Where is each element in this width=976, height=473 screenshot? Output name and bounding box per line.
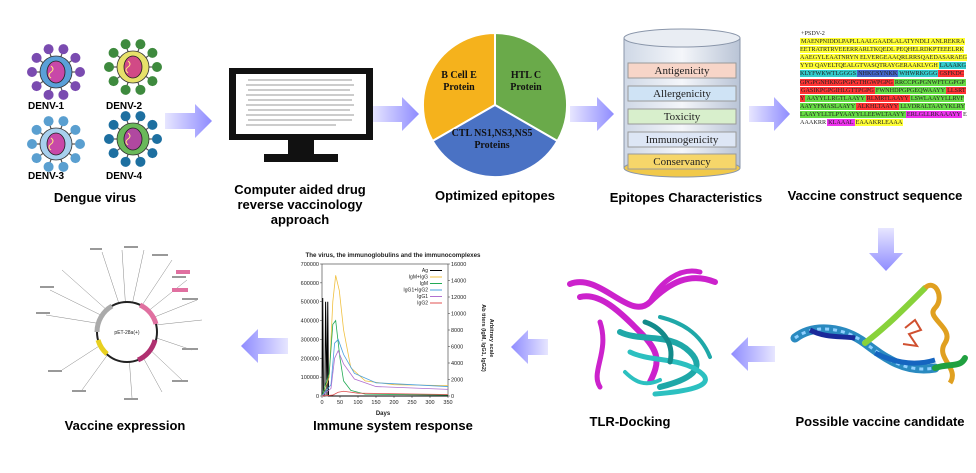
- y-right-tick-label: 2000: [451, 378, 463, 384]
- arrow-6: [731, 337, 775, 371]
- arrow-5: [869, 228, 903, 271]
- y-right-tick-label: 0: [451, 394, 454, 400]
- y-right-tick-label: 16000: [451, 262, 466, 268]
- arrow-8: [241, 329, 288, 363]
- immune-chart-xlabel: Days: [376, 411, 391, 417]
- arrow-1: [165, 104, 212, 138]
- denv-3-label: DENV-3: [28, 171, 65, 182]
- arrow-4: [749, 97, 790, 131]
- x-tick-label: 300: [425, 400, 434, 406]
- pie-slice-ctl: [431, 103, 559, 179]
- immune-response-chart: The virus, the immunoglobulins and the i…: [301, 252, 494, 417]
- y-right-tick-label: 4000: [451, 361, 463, 367]
- y-right-tick-label: 10000: [451, 312, 466, 318]
- virus-particle-4: [104, 111, 162, 167]
- pie-slice-b-cell: [422, 31, 496, 143]
- y-tick-label: 300000: [301, 337, 319, 343]
- x-tick-label: 200: [389, 400, 398, 406]
- char-item-allergenicity: Allergenicity: [653, 88, 711, 100]
- x-tick-label: 100: [353, 400, 362, 406]
- denv-1-label: DENV-1: [28, 101, 65, 112]
- y-tick-label: 700000: [301, 262, 319, 268]
- pie-label-ctl: CTL NS1,NS3,NS5 Proteins: [451, 128, 533, 151]
- tlr-docking-structure: [567, 268, 718, 397]
- denv-2-label: DENV-2: [106, 101, 143, 112]
- expression-caption: Vaccine expression: [64, 418, 186, 433]
- epitope-pie-chart: [422, 31, 568, 179]
- denv-4-label: DENV-4: [106, 171, 143, 182]
- plasmid-name: pET-28a(+): [114, 330, 139, 336]
- char-item-antigenicity: Antigenicity: [654, 65, 710, 77]
- immune-chart-ylabel-right: Ab titers (IgM, IgG1, IgG2): [480, 304, 486, 372]
- epitope-characteristics-stack: [623, 28, 741, 178]
- x-tick-label: 50: [337, 400, 343, 406]
- candidate-caption: Possible vaccine candidate: [795, 414, 965, 429]
- docking-caption: TLR-Docking: [589, 414, 671, 429]
- legend-entry: IgG1+IgG2: [403, 288, 428, 294]
- virus-particle-1: [27, 44, 85, 100]
- legend-entry: IgM: [420, 281, 428, 287]
- arrow-2: [372, 97, 419, 131]
- y-tick-label: 200000: [301, 356, 319, 362]
- char-item-immunogenicity: Immunogenicity: [645, 134, 719, 146]
- series-line-igg2: [321, 390, 449, 397]
- immune-chart-title: The virus, the immunoglobulins and the i…: [306, 252, 482, 259]
- immune-caption: Immune system response: [313, 418, 473, 433]
- pie-label-b-cell: B Cell E Protein: [441, 70, 477, 93]
- char-item-conservancy: Conservancy: [653, 156, 711, 168]
- legend-entry: IgM+IgG: [409, 275, 428, 281]
- y-right-tick-label: 6000: [451, 345, 463, 351]
- y-tick-label: 0: [316, 394, 319, 400]
- y-right-tick-label: 12000: [451, 295, 466, 301]
- pie-slice-htl: [494, 31, 568, 143]
- series-line-igg1: [321, 349, 449, 397]
- y-tick-label: 500000: [301, 300, 319, 306]
- vaccine-candidate-structure: [790, 283, 968, 385]
- immune-chart-ylabel-right2: Arbitrary scale: [488, 319, 494, 358]
- legend-entry: IgG1: [417, 294, 428, 300]
- plasmid-map: pET-28a(+): [36, 246, 203, 400]
- computer-monitor-icon: [229, 68, 373, 162]
- series-line-igg1-igg2: [321, 338, 449, 397]
- legend-entry: IgG2: [417, 301, 428, 307]
- y-tick-label: 100000: [301, 375, 319, 381]
- x-tick-label: 0: [320, 400, 323, 406]
- characteristics-caption: Epitopes Characteristics: [609, 190, 763, 205]
- y-right-tick-label: 8000: [451, 328, 463, 334]
- char-item-toxicity: Toxicity: [663, 111, 701, 123]
- arrow-7: [511, 330, 548, 364]
- sequence-header: +PSDV-2: [800, 30, 826, 37]
- x-tick-label: 350: [443, 400, 452, 406]
- legend-entry: Ag: [422, 268, 428, 274]
- arrow-3: [570, 97, 614, 131]
- x-tick-label: 250: [407, 400, 416, 406]
- sequence-caption: Vaccine construct sequence: [787, 188, 963, 203]
- pie-label-htl: HTL C Protein: [510, 70, 542, 93]
- computer-caption: Computer aided drug reverse vaccinology …: [234, 182, 366, 227]
- dengue-virus-illustration: [27, 39, 162, 172]
- immune-plot-area: [321, 263, 449, 397]
- virus-particle-2: [104, 39, 162, 95]
- pie-caption: Optimized epitopes: [435, 188, 555, 203]
- y-right-tick-label: 14000: [451, 279, 466, 285]
- virus-particle-3: [27, 116, 85, 172]
- x-tick-label: 150: [371, 400, 380, 406]
- dengue-virus-caption: Dengue virus: [53, 190, 137, 205]
- y-tick-label: 600000: [301, 281, 319, 287]
- vaccine-sequence-block: +PSDV-2 MAENPNIDDLPAPLLAALGAADLALATYNDLI…: [800, 30, 968, 127]
- y-tick-label: 400000: [301, 319, 319, 325]
